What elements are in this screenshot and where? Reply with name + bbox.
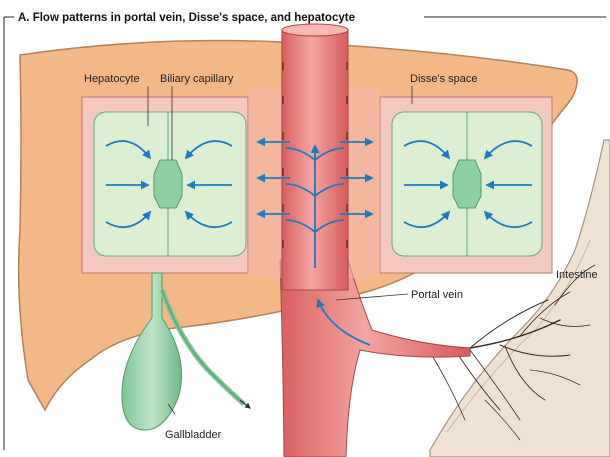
- label-hepatocyte: Hepatocyte: [84, 73, 140, 85]
- label-intestine: Intestine: [556, 269, 598, 281]
- biliary-capillary-right: [453, 160, 481, 208]
- label-biliary-capillary: Biliary capillary: [160, 73, 234, 85]
- label-disse-space: Disse's space: [410, 73, 478, 85]
- label-gallbladder: Gallbladder: [165, 429, 222, 441]
- label-portal-vein: Portal vein: [411, 289, 463, 301]
- biliary-capillary-left: [154, 160, 182, 208]
- figure-title: A. Flow patterns in portal vein, Disse's…: [18, 12, 355, 24]
